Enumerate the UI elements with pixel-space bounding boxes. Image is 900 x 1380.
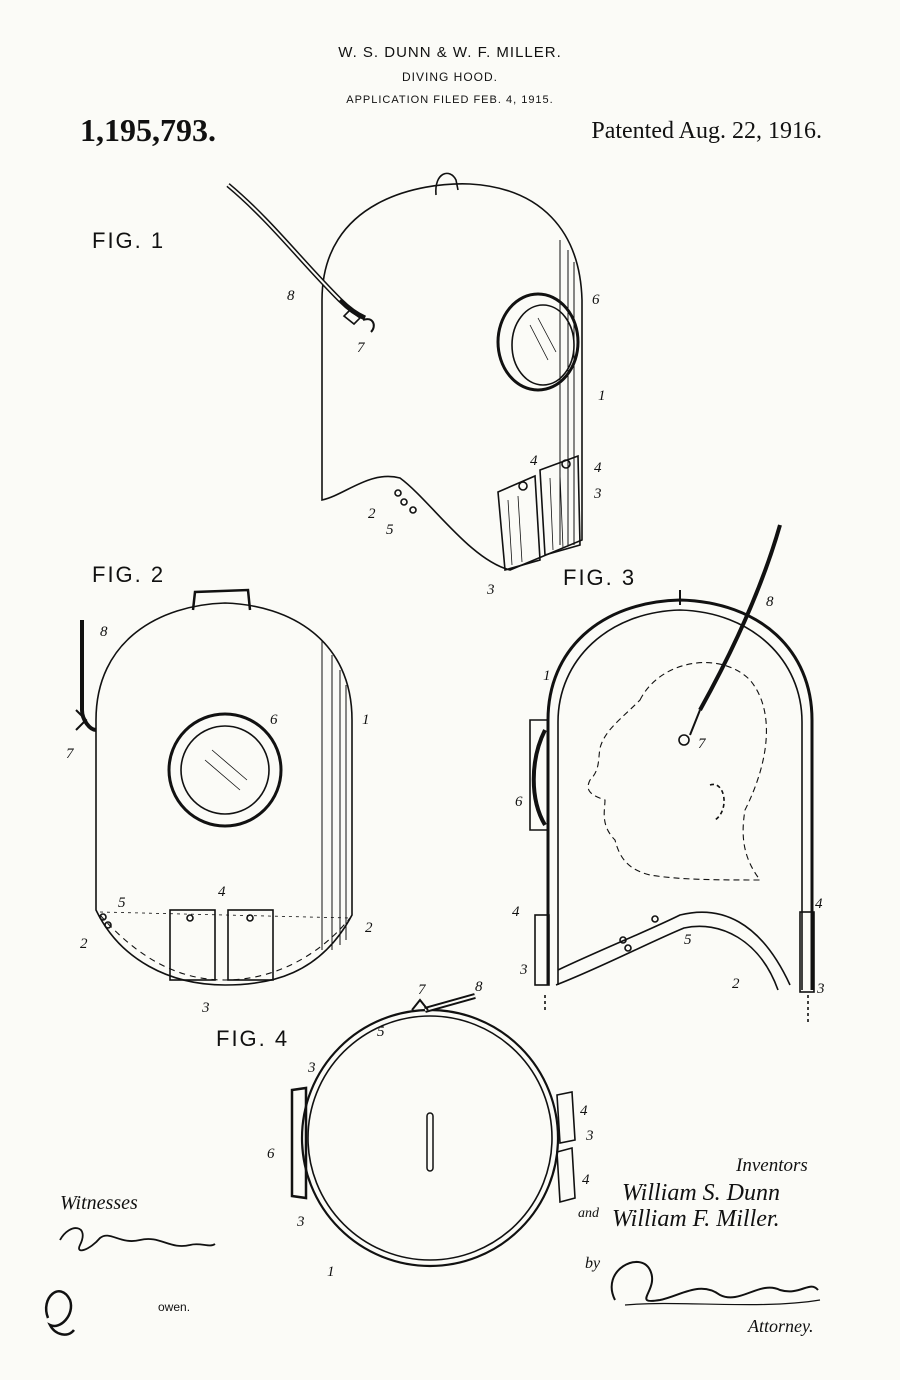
svg-text:8: 8 <box>287 288 295 304</box>
svg-text:2: 2 <box>732 976 740 992</box>
handwritten-mark: owen. <box>158 1300 190 1314</box>
by-label: by <box>585 1255 600 1273</box>
svg-text:4: 4 <box>594 460 602 476</box>
fig-4-drawing: 5 7 8 3 6 3 4 3 4 1 <box>267 979 594 1280</box>
svg-text:5: 5 <box>386 522 394 538</box>
inventor-2-name: William F. Miller. <box>612 1206 780 1233</box>
svg-text:8: 8 <box>100 624 108 640</box>
svg-text:4: 4 <box>815 896 823 912</box>
witness-signature <box>46 1228 215 1334</box>
svg-text:3: 3 <box>519 962 528 978</box>
svg-text:4: 4 <box>580 1103 588 1119</box>
svg-text:2: 2 <box>80 936 88 952</box>
svg-text:4: 4 <box>530 453 538 469</box>
svg-text:4: 4 <box>512 904 520 920</box>
svg-text:3: 3 <box>296 1214 305 1230</box>
svg-text:5: 5 <box>377 1024 385 1040</box>
svg-text:6: 6 <box>515 794 523 810</box>
svg-text:3: 3 <box>486 582 495 598</box>
svg-text:2: 2 <box>368 506 376 522</box>
svg-text:1: 1 <box>362 712 370 728</box>
fig-3-drawing: 8 7 1 6 4 3 5 2 4 3 <box>512 525 825 1022</box>
inventors-label: Inventors <box>736 1155 808 1177</box>
fig-2-drawing: 8 7 6 1 4 5 2 2 3 <box>66 590 373 1016</box>
svg-text:1: 1 <box>327 1264 335 1280</box>
svg-text:5: 5 <box>118 895 126 911</box>
witnesses-label: Witnesses <box>60 1192 138 1215</box>
svg-text:3: 3 <box>816 981 825 997</box>
svg-text:2: 2 <box>365 920 373 936</box>
svg-text:8: 8 <box>766 594 774 610</box>
svg-text:3: 3 <box>593 486 602 502</box>
svg-text:6: 6 <box>267 1146 275 1162</box>
svg-text:6: 6 <box>270 712 278 728</box>
attorney-signature <box>612 1262 820 1305</box>
fig-1-drawing: 8 7 6 1 4 4 3 2 5 3 <box>228 173 606 598</box>
and-label: and <box>578 1206 599 1222</box>
svg-text:7: 7 <box>357 340 366 356</box>
svg-text:3: 3 <box>201 1000 210 1016</box>
inventor-1-name: William S. Dunn <box>622 1180 780 1207</box>
svg-text:4: 4 <box>582 1172 590 1188</box>
svg-text:7: 7 <box>698 736 707 752</box>
svg-text:7: 7 <box>66 746 75 762</box>
svg-text:4: 4 <box>218 884 226 900</box>
svg-text:6: 6 <box>592 292 600 308</box>
attorney-label: Attorney. <box>748 1316 814 1337</box>
svg-text:3: 3 <box>585 1128 594 1144</box>
svg-text:1: 1 <box>543 668 551 684</box>
svg-text:7: 7 <box>418 982 427 998</box>
svg-text:5: 5 <box>684 932 692 948</box>
svg-text:3: 3 <box>307 1060 316 1076</box>
svg-text:1: 1 <box>598 388 606 404</box>
svg-text:8: 8 <box>475 979 483 995</box>
